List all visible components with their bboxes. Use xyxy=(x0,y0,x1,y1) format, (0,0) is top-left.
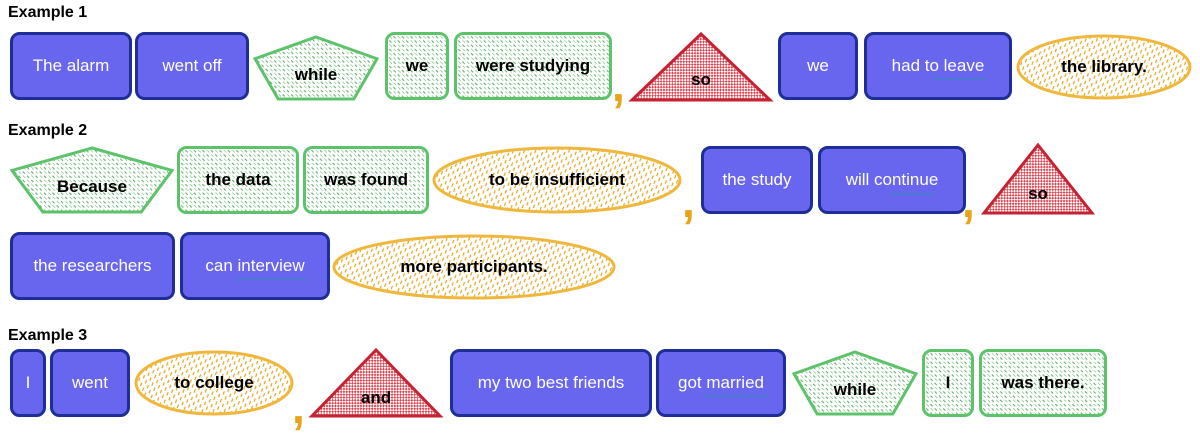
underline xyxy=(932,78,986,80)
shape-outline xyxy=(922,349,974,417)
shape-outline xyxy=(9,146,175,214)
conjunction-pentagon-label: while xyxy=(294,65,338,84)
green-box: was found xyxy=(303,146,429,214)
clause-box-label: the researchers xyxy=(33,256,152,275)
clause-box-label: can interview xyxy=(205,256,305,275)
phrase-oval-label: more participants. xyxy=(400,257,548,276)
shape-outline xyxy=(303,146,429,214)
underline xyxy=(236,278,306,280)
example-2-heading: Example 2 xyxy=(8,122,88,139)
clause-box: went off xyxy=(135,32,249,100)
underline xyxy=(704,395,768,397)
comma: , xyxy=(682,175,695,227)
conjunction-triangle: so xyxy=(628,31,774,102)
green-box-label: I xyxy=(945,373,951,392)
clause-box: The alarm xyxy=(10,32,132,100)
shape-outline xyxy=(10,232,175,300)
green-box-label: the data xyxy=(205,170,271,189)
phrase-oval-label: the library. xyxy=(1061,57,1147,76)
underline xyxy=(890,193,934,195)
clause-box: the study xyxy=(701,146,813,214)
shape-outline xyxy=(450,349,652,417)
shape-outline xyxy=(432,146,682,214)
shape-outline xyxy=(134,350,294,416)
shape-outline xyxy=(628,31,774,102)
green-box-label: were studying xyxy=(475,56,591,75)
green-box: was there. xyxy=(979,349,1107,417)
comma: , xyxy=(962,175,975,227)
clause-box: my two best friends xyxy=(450,349,652,417)
shape-outline xyxy=(177,146,299,214)
green-box: the data xyxy=(177,146,299,214)
clause-box: the researchers xyxy=(10,232,175,300)
conjunction-pentagon: Because xyxy=(9,146,175,214)
green-box-label: we xyxy=(405,56,429,75)
clause-box-label: will continue xyxy=(845,170,939,189)
shape-outline xyxy=(864,32,1012,100)
shape-outline xyxy=(308,347,444,418)
shape-outline xyxy=(180,232,330,300)
clause-box: can interview xyxy=(180,232,330,300)
shape-outline xyxy=(1016,34,1192,100)
clause-box: had to leave xyxy=(864,32,1012,100)
clause-box: went xyxy=(50,349,130,417)
clause-box-label: the study xyxy=(722,170,792,189)
green-box-label: was there. xyxy=(1001,373,1085,392)
conjunction-triangle-label: so xyxy=(1028,184,1048,203)
phrase-oval: to college xyxy=(134,350,294,416)
comma: , xyxy=(292,381,305,433)
phrase-oval-label: to college xyxy=(174,373,254,392)
clause-box: will continue xyxy=(818,146,966,214)
clause-box: we xyxy=(778,32,858,100)
clause-box-label: had to leave xyxy=(891,56,985,75)
shape-outline xyxy=(979,349,1107,417)
phrase-oval: more participants. xyxy=(332,234,616,300)
shape-outline xyxy=(10,32,132,100)
comma: , xyxy=(612,59,625,111)
green-box: I xyxy=(922,349,974,417)
clause-box-label: we xyxy=(807,56,829,75)
shape-outline xyxy=(778,32,858,100)
green-box-label: was found xyxy=(323,170,409,189)
phrase-oval: to be insufficient xyxy=(432,146,682,214)
phrase-oval-label: to be insufficient xyxy=(489,170,625,189)
green-box: were studying xyxy=(454,32,612,100)
shape-outline xyxy=(818,146,966,214)
clause-box: got married xyxy=(656,349,786,417)
shape-outline xyxy=(50,349,130,417)
shape-outline xyxy=(701,146,813,214)
conjunction-pentagon: while xyxy=(791,350,919,416)
shape-outline xyxy=(252,35,380,101)
shape-outline xyxy=(454,32,612,100)
green-box: we xyxy=(385,32,449,100)
shape-outline xyxy=(332,234,616,300)
clause-box: I xyxy=(10,349,46,417)
shape-outline xyxy=(791,350,919,416)
clause-box-label: The alarm xyxy=(32,56,110,75)
shape-outline xyxy=(656,349,786,417)
conjunction-triangle-label: and xyxy=(360,388,392,407)
clause-box-label: I xyxy=(25,373,31,392)
clause-box-label: got married xyxy=(678,373,764,392)
conjunction-pentagon-label: Because xyxy=(57,177,127,196)
shape-outline xyxy=(385,32,449,100)
shape-outline xyxy=(980,142,1096,215)
example-3-heading: Example 3 xyxy=(8,327,88,344)
conjunction-triangle: so xyxy=(980,142,1096,215)
conjunction-pentagon: while xyxy=(252,35,380,101)
shape-outline xyxy=(10,349,46,417)
phrase-oval: the library. xyxy=(1016,34,1192,100)
clause-box-label: my two best friends xyxy=(477,373,625,392)
conjunction-triangle: and xyxy=(308,347,444,418)
clause-box-label: went xyxy=(72,373,108,392)
clause-box-label: went off xyxy=(162,56,222,75)
conjunction-triangle-label: so xyxy=(691,70,711,89)
conjunction-pentagon-label: while xyxy=(833,380,877,399)
shape-outline xyxy=(135,32,249,100)
example-1-heading: Example 1 xyxy=(8,4,88,21)
